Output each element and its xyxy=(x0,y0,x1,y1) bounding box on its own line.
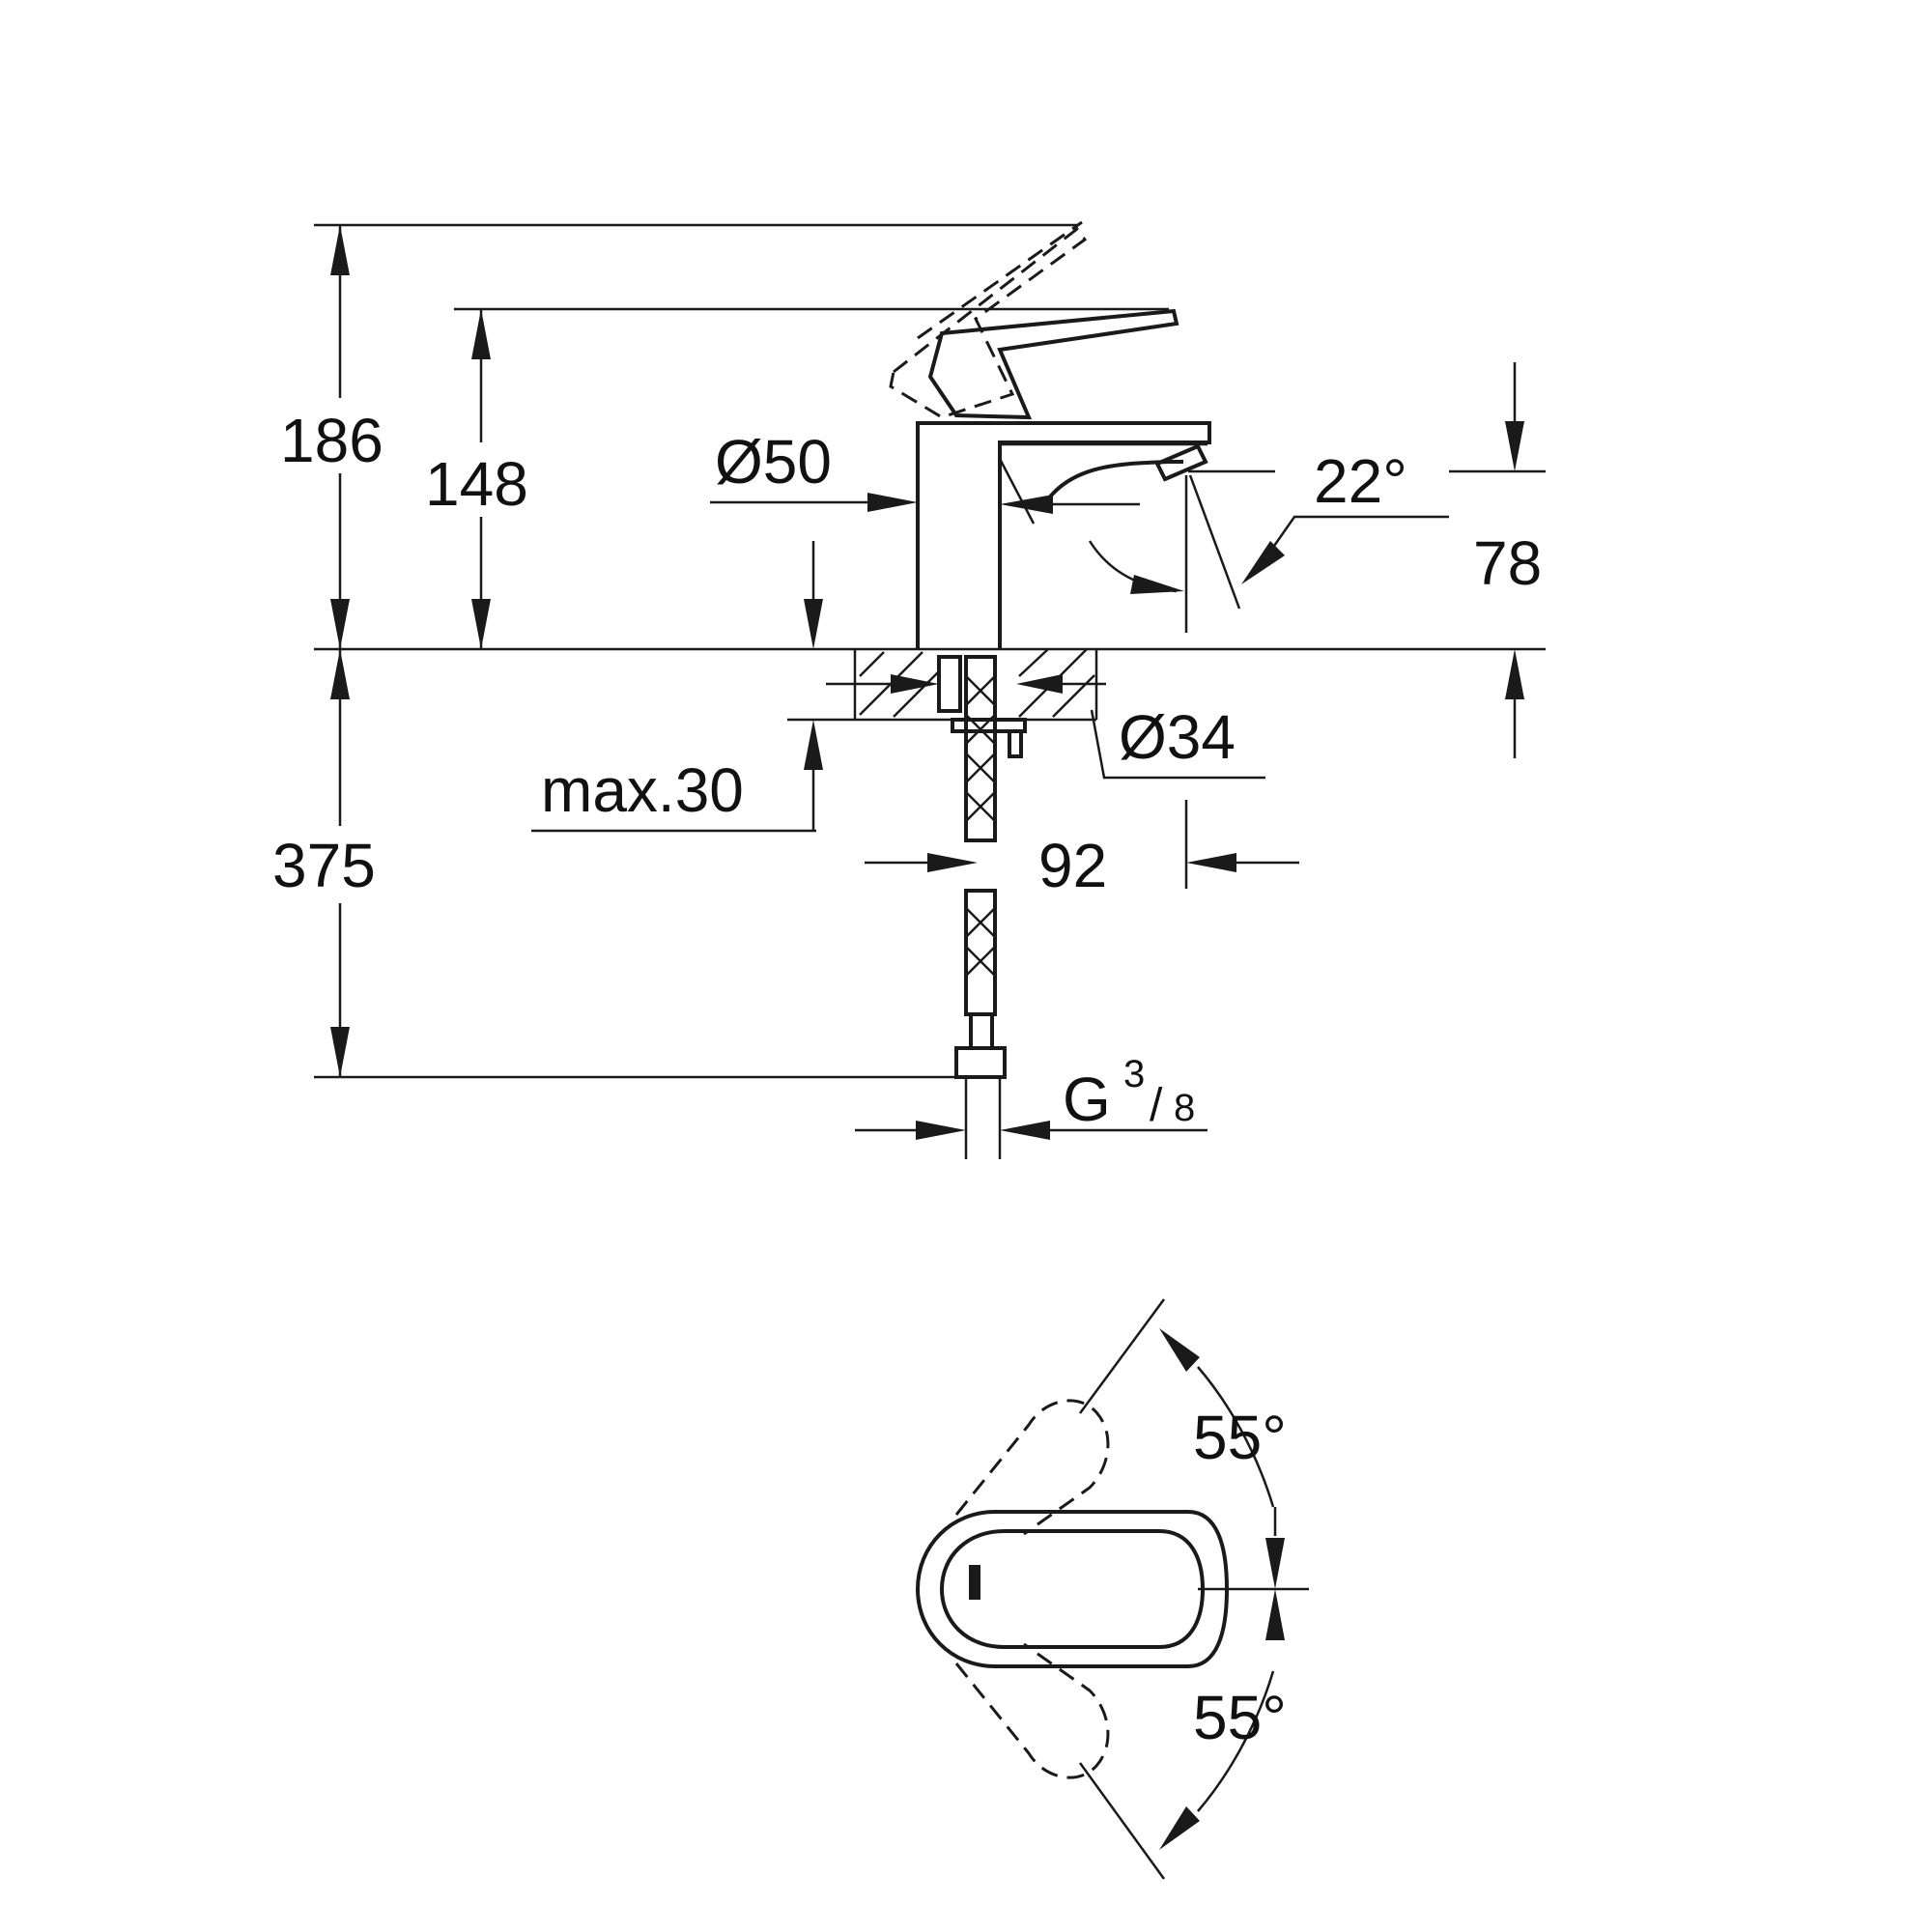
diameter-34-label: Ø34 xyxy=(1119,702,1236,772)
mounting-stud xyxy=(937,655,962,713)
arrow-diameter-34-left xyxy=(891,674,939,694)
arrow-up-78 xyxy=(1505,649,1524,699)
lever-handle-raised xyxy=(889,226,1088,419)
angle-22-leader xyxy=(1264,515,1449,559)
rotation-left-label: 55° xyxy=(1193,1403,1287,1472)
connection-fraction-slash: / xyxy=(1150,1080,1163,1131)
arrow-rotation-right-top xyxy=(1265,1589,1285,1640)
spout-curve xyxy=(1039,460,1183,510)
arrow-g38-left xyxy=(916,1121,966,1140)
angle-22-ray xyxy=(1188,474,1241,610)
arrow-angle-22 xyxy=(1130,575,1184,594)
rotation-arc-right xyxy=(1197,1670,1275,1812)
top-lever-outline xyxy=(939,1529,1206,1649)
lever-raised-edge xyxy=(917,220,1083,340)
braided-hose xyxy=(954,655,1007,1159)
arrow-92-right xyxy=(1186,853,1236,872)
indicator-mark xyxy=(969,1565,980,1600)
top-body-outline xyxy=(915,1510,1230,1668)
arrow-rotation-left-bottom xyxy=(1265,1538,1285,1589)
dimension-78-label: 78 xyxy=(1473,528,1542,598)
max-deck-thickness-label: max.30 xyxy=(541,755,744,825)
arrow-down-max30 xyxy=(804,599,823,649)
dimension-375-label: 375 xyxy=(272,831,376,900)
faucet-body xyxy=(916,421,1211,649)
spout-inner-line xyxy=(998,458,1036,525)
lever-rotated-left xyxy=(954,1399,1110,1536)
rotation-right-label: 55° xyxy=(1193,1683,1287,1752)
reach-92-label: 92 xyxy=(1038,831,1107,900)
arrow-diameter-50-right xyxy=(1000,495,1053,514)
fixing-nut xyxy=(1008,729,1023,758)
arrow-diameter-50 xyxy=(867,493,918,512)
arrow-diameter-34-right xyxy=(1016,674,1063,694)
arrow-rotation-right-bottom xyxy=(1159,1806,1200,1850)
arrow-angle-22-leader xyxy=(1241,541,1285,584)
arrow-down-148 xyxy=(471,599,491,649)
dimension-186-label: 186 xyxy=(280,406,384,475)
arrow-down-78 xyxy=(1505,421,1524,471)
aerator xyxy=(1154,443,1208,482)
angle-ray-left xyxy=(1078,1298,1166,1414)
side-view: 186 148 Ø50 22° xyxy=(272,220,1546,1159)
connection-fraction-denominator: 8 xyxy=(1174,1087,1195,1129)
top-view: 55° 55° xyxy=(915,1298,1309,1880)
arrow-up-max30 xyxy=(804,720,823,770)
arrow-up-148 xyxy=(471,309,491,359)
arrow-up-186 xyxy=(330,225,350,275)
arrow-down-186 xyxy=(330,599,350,649)
arrow-rotation-left-top xyxy=(1159,1328,1200,1372)
connection-fraction-numerator: 3 xyxy=(1123,1053,1145,1095)
angle-22-label: 22° xyxy=(1314,446,1407,516)
arrow-92-left xyxy=(927,853,978,872)
angle-ray-right xyxy=(1078,1762,1166,1880)
arrow-down-375 xyxy=(330,1027,350,1077)
connection-g-label: G xyxy=(1063,1065,1111,1134)
arrow-up-375 xyxy=(330,649,350,699)
rotation-arc-left xyxy=(1197,1366,1275,1508)
dimension-148-label: 148 xyxy=(425,449,528,519)
diameter-34-leader xyxy=(1090,709,1265,780)
diameter-50-label: Ø50 xyxy=(715,427,832,497)
lever-handle xyxy=(927,308,1179,420)
arrow-g38-right xyxy=(1000,1121,1050,1140)
lever-rotated-right xyxy=(954,1642,1110,1779)
